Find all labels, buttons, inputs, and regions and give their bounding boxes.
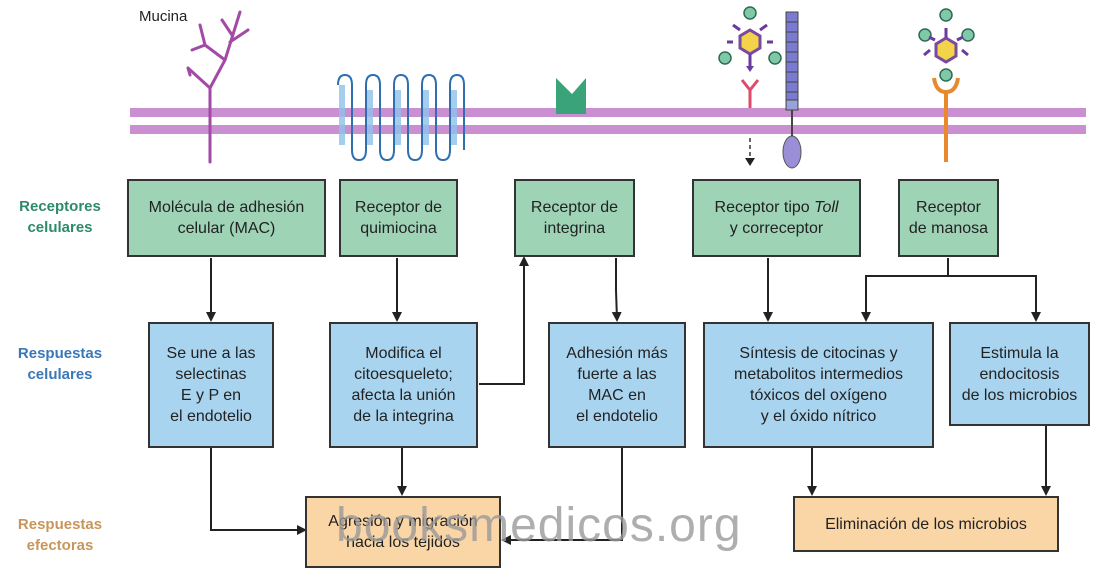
mannose-receptor-box: Receptor de manosa [898,179,999,257]
cell-adhesion-molecule-box: Molécula de adhesión celular (MAC) [127,179,326,257]
effector-responses-row-label: Respuestas efectoras [17,516,103,554]
cytokine-synthesis-box: Síntesis de citocinas y metabolitos inte… [703,322,934,448]
stronger-adhesion-box: Adhesión más fuerte a las MAC en el endo… [548,322,686,448]
receptors-row-label: Receptores celulares [19,198,101,236]
integrin-receptor-icon [556,78,586,114]
cellular-responses-row-label: Respuestas celulares [17,345,103,383]
tissue-migration-box: Agresión y migración hacia los tejidos [305,496,501,568]
microbe-elimination-box: Eliminación de los microbios [793,496,1059,552]
chemokine-receptor-box: Receptor de quimiocina [339,179,458,257]
integrin-receptor-box: Receptor de integrina [514,179,635,257]
mucin-label: Mucina [139,8,188,25]
endocytosis-box: Estimula la endocitosis de los microbios [949,322,1090,426]
toll-receptor-icon [718,6,802,169]
toll-like-receptor-box: Receptor tipo Toll y correceptor [692,179,861,257]
microbe-icon [718,6,782,72]
mannose-receptor-icon [918,8,975,162]
mucin-icon [186,10,250,164]
selectin-binding-box: Se une a las selectinas E y P en el endo… [148,322,274,448]
microbe-icon [918,8,975,82]
connector-arrows [206,256,1051,545]
cytoskeleton-change-box: Modifica el citoesqueleto; afecta la uni… [329,322,478,448]
cell-membrane [130,108,1086,134]
chemokine-receptor-icon [337,73,465,162]
watermark: booksmedicos.org [336,499,742,552]
